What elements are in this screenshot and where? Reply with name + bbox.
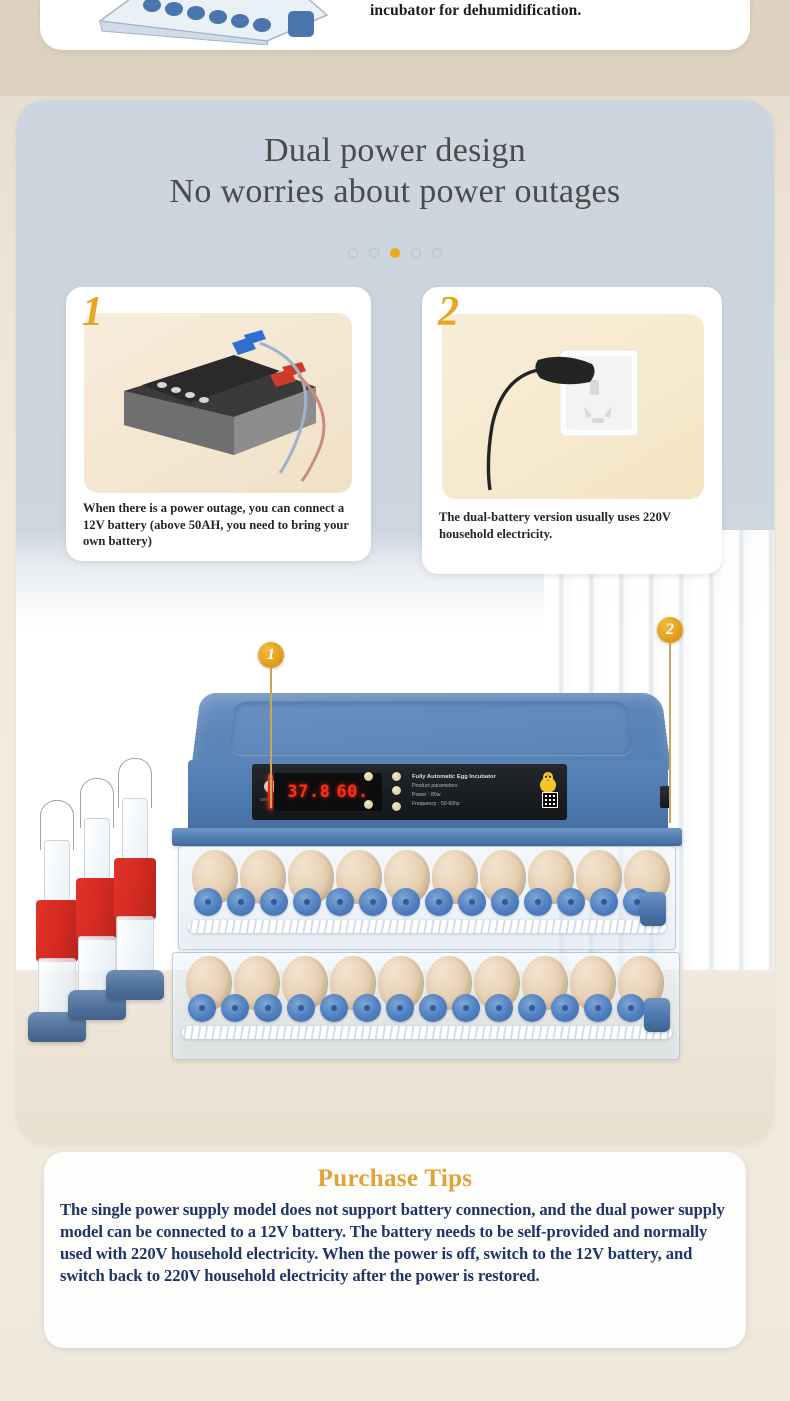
bottle-stand xyxy=(106,970,164,1000)
product-power-spec: Power : 80w xyxy=(412,792,441,799)
product-frequency-spec: Frequency : 50-60hz xyxy=(412,801,460,808)
incubator-product-image: ON/OFF 37.8 60. Fully Automatic Egg Incu… xyxy=(28,692,682,1060)
info-card-battery: 1 When there is a power outage, y xyxy=(66,287,371,561)
panel-button-enter[interactable] xyxy=(392,802,401,811)
side-power-inlet-port xyxy=(660,786,671,808)
qr-code-sticker xyxy=(542,792,558,808)
bottle-neck xyxy=(122,798,148,866)
roller-gear xyxy=(557,888,585,916)
carousel-dot-5[interactable] xyxy=(432,248,442,258)
roller-gear xyxy=(491,888,519,916)
product-name-label: Fully Automatic Egg Incubator xyxy=(412,774,496,780)
bottle-label xyxy=(36,900,78,962)
roller-gear xyxy=(458,888,486,916)
roller-gear xyxy=(254,994,282,1022)
roller-gear xyxy=(485,994,513,1022)
roller-gear xyxy=(392,888,420,916)
product-spec-label: Fully Automatic Egg Incubator Product pa… xyxy=(412,772,522,809)
callout-marker-2: 2 xyxy=(657,617,683,823)
panel-button-up[interactable] xyxy=(364,772,373,781)
roller-gear-row-upper xyxy=(194,888,651,916)
heading-line-2: No worries about power outages xyxy=(169,173,621,211)
led-humidity-value: 60. xyxy=(336,782,369,802)
purchase-tips-body: The single power supply model does not s… xyxy=(60,1200,725,1286)
roller-gear xyxy=(326,888,354,916)
roller-gear xyxy=(260,888,288,916)
incubator-lid-inset xyxy=(229,701,633,756)
incubator-top-rim xyxy=(172,828,682,846)
carousel-dot-1[interactable] xyxy=(348,248,358,258)
carousel-dot-2[interactable] xyxy=(369,248,379,258)
panel-button-mode[interactable] xyxy=(392,786,401,795)
roller-gear-row-lower xyxy=(188,994,645,1022)
product-param-heading: Product parameters xyxy=(412,783,458,790)
carousel-dot-4[interactable] xyxy=(411,248,421,258)
roller-gear xyxy=(518,994,546,1022)
callout-badge-1: 1 xyxy=(258,642,284,668)
tray-side-knob-lower xyxy=(644,998,670,1032)
card-number-2: 2 xyxy=(438,289,459,335)
roller-gear xyxy=(227,888,255,916)
roller-gear xyxy=(425,888,453,916)
roller-gear xyxy=(590,888,618,916)
purchase-tips-title: Purchase Tips xyxy=(317,1165,473,1192)
purchase-tips-card: Purchase Tips The single power supply mo… xyxy=(44,1152,746,1348)
callout-badge-2: 2 xyxy=(657,617,683,643)
roller-gear xyxy=(386,994,414,1022)
previous-section-card: incubator for dehumidification. xyxy=(40,0,750,50)
carousel-dots[interactable] xyxy=(0,248,790,258)
bottle-label xyxy=(76,878,118,940)
section-heading: Dual power design No worries about power… xyxy=(0,130,790,213)
bottle-neck xyxy=(84,818,110,886)
bottle-label xyxy=(114,858,156,920)
egg-turning-rod-upper xyxy=(188,920,666,933)
battery-photo xyxy=(84,313,352,493)
info-card-socket: 2 The dual-battery version usually uses … xyxy=(422,287,722,574)
top-card-text: incubator for dehumidification. xyxy=(370,2,582,19)
roller-gear xyxy=(452,994,480,1022)
callout-marker-1: 1 xyxy=(258,642,284,808)
bottle-neck xyxy=(44,840,70,908)
callout-leader-line-1 xyxy=(270,668,272,808)
roller-gear xyxy=(584,994,612,1022)
control-panel[interactable]: ON/OFF 37.8 60. Fully Automatic Egg Incu… xyxy=(252,764,567,820)
egg-turning-rod-lower xyxy=(182,1026,672,1039)
chick-mascot-icon xyxy=(538,771,558,794)
panel-button-set[interactable] xyxy=(392,772,401,781)
bottle-base-body xyxy=(116,916,154,978)
roller-gear xyxy=(524,888,552,916)
roller-gear xyxy=(293,888,321,916)
egg-tray-illustration xyxy=(92,0,337,46)
roller-gear xyxy=(419,994,447,1022)
card-caption-1: When there is a power outage, you can co… xyxy=(83,501,349,549)
info-cards-row: 1 When there is a power outage, y xyxy=(0,287,790,577)
roller-gear xyxy=(194,888,222,916)
roller-gear xyxy=(320,994,348,1022)
roller-gear xyxy=(617,994,645,1022)
roller-gear xyxy=(359,888,387,916)
card-caption-2: The dual-battery version usually uses 22… xyxy=(439,510,671,541)
roller-gear xyxy=(353,994,381,1022)
bottle-wire-handle xyxy=(118,758,152,808)
bottle-wire-handle xyxy=(80,778,114,828)
callout-leader-line-2 xyxy=(669,643,671,823)
roller-gear xyxy=(188,994,216,1022)
carousel-dot-3-active[interactable] xyxy=(390,248,400,258)
panel-button-down[interactable] xyxy=(364,800,373,809)
heading-line-1: Dual power design xyxy=(264,132,526,169)
socket-photo xyxy=(442,314,704,499)
roller-gear xyxy=(551,994,579,1022)
roller-gear xyxy=(221,994,249,1022)
led-temperature-value: 37.8 xyxy=(287,782,331,802)
egg-row-upper xyxy=(192,850,670,904)
roller-gear xyxy=(287,994,315,1022)
tray-side-knob-upper xyxy=(640,892,666,926)
bottle-wire-handle xyxy=(40,800,74,850)
card-number-1: 1 xyxy=(82,289,103,335)
wall-socket-icon xyxy=(486,349,639,491)
car-battery-icon xyxy=(124,330,326,482)
